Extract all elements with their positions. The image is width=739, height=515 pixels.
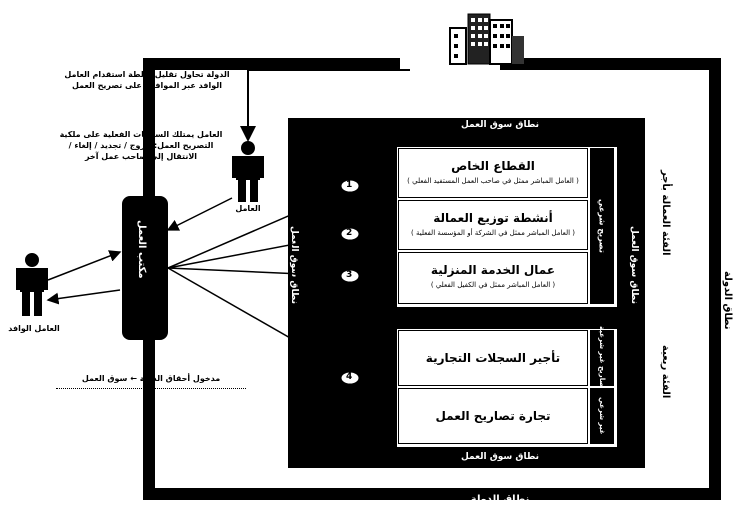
worker-label: العامل [235, 204, 261, 213]
newcomer-figure-icon [12, 252, 52, 318]
visa-trade-box: تجارة تصاريح العمل [398, 388, 588, 444]
flow-number-1: 1 [346, 180, 353, 190]
informal-side-bar: تصاريح غير شرعية [590, 326, 614, 390]
domestic-box: عمال الخدمة المنزلية ( العامل المباشر مم… [398, 252, 588, 304]
flow-number-4: 4 [346, 372, 353, 382]
private-sector-box: القطاع الخاص ( العامل المباشر ممثل في صا… [398, 148, 588, 198]
formal-market-side-label: نطاق سوق العمل [289, 226, 299, 304]
domestic-title: عمال الخدمة المنزلية [430, 263, 556, 277]
private-sector-title: القطاع الخاص [451, 159, 535, 173]
flow-number-2: 2 [346, 228, 353, 238]
labor-office-pill [122, 196, 168, 340]
state-limits-caption: الدولة تحاول تقليل سلطة استقدام العامل ا… [64, 70, 230, 90]
worker-rights-caption: العامل يمتلك السلطات الفعلية على ملكية ا… [59, 130, 223, 161]
group1-label: الفئة العمالة بأجر [660, 170, 671, 256]
informal-side-bar-2: غير شرعي [590, 388, 614, 444]
formal-side-bar: تصريح شرعي [590, 148, 614, 304]
worker-figure-icon [228, 140, 268, 204]
distribution-title: أنشطة توزيع العمالة [433, 211, 553, 225]
labor-office-label: مكتب العمل [136, 220, 147, 279]
private-market-label: نطاق سوق العمل [461, 120, 539, 130]
newcomer-label: العامل الوافد [8, 324, 60, 333]
employer-scope-label: نطاق سوق العمل [629, 226, 639, 304]
flow-number-3: 3 [346, 270, 353, 280]
distribution-sub: ( العامل المباشر ممثل في الشركة أو المؤس… [411, 229, 575, 237]
informal-bottom-label: نطاق سوق العمل [461, 452, 539, 462]
group2-label: الفئة ريعية [660, 345, 671, 399]
commercial-title: تأجير السجلات التجارية [425, 351, 561, 365]
domestic-sub: ( العامل المباشر ممثل في الكفيل الفعلي ) [430, 281, 556, 289]
visa-trade-title: تجارة تصاريح العمل [435, 409, 551, 423]
commercial-box: تأجير السجلات التجارية [398, 330, 588, 386]
state-right-bottom-caption: مدخول أحقاق الدولة ← سوق العمل [56, 374, 246, 389]
private-sector-sub: ( العامل المباشر ممثل في صاحب العمل المس… [407, 177, 579, 185]
state-scope-label: نطاق الدولة [470, 494, 530, 505]
state-scope-side-label: نطاق الدولة [722, 270, 733, 330]
building-icon [446, 6, 526, 66]
distribution-box: أنشطة توزيع العمالة ( العامل المباشر ممث… [398, 200, 588, 250]
